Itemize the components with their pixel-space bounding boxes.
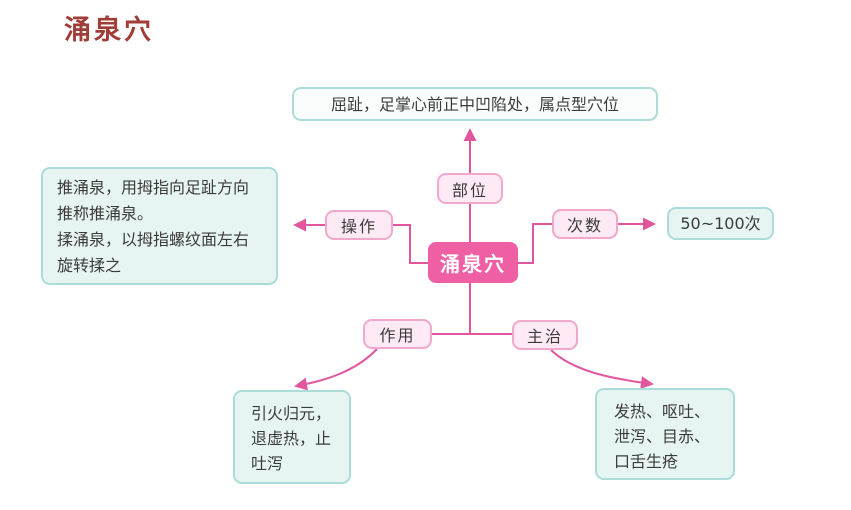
effect-description-box: 引火归元，退虚热，止吐泻 bbox=[233, 390, 351, 484]
branch-label-indications: 主治 bbox=[512, 320, 578, 350]
connector-caozuo-to-center bbox=[393, 224, 428, 264]
branch-label-effect: 作用 bbox=[363, 319, 432, 349]
operation-description-box: 推涌泉，用拇指向足趾方向推称推涌泉。 揉涌泉，以拇指螺纹面左右旋转揉之 bbox=[41, 167, 278, 285]
repetitions-value-box: 50~100次 bbox=[667, 207, 774, 240]
page-title: 涌泉穴 bbox=[64, 15, 154, 46]
branch-label-repetitions: 次数 bbox=[552, 209, 618, 239]
branch-label-operation: 操作 bbox=[325, 210, 393, 240]
connector-center-to-cishu bbox=[518, 223, 552, 264]
connector-zuoyong-arrow bbox=[294, 348, 378, 391]
branch-label-location: 部位 bbox=[437, 173, 503, 204]
connector-zhuzhi-arrow bbox=[550, 349, 654, 390]
location-description-box: 屈趾，足掌心前正中凹陷处，属点型穴位 bbox=[292, 87, 658, 121]
center-topic-node: 涌泉穴 bbox=[428, 242, 518, 283]
indications-description-box: 发热、呕吐、泄泻、目赤、口舌生疮 bbox=[595, 388, 735, 480]
